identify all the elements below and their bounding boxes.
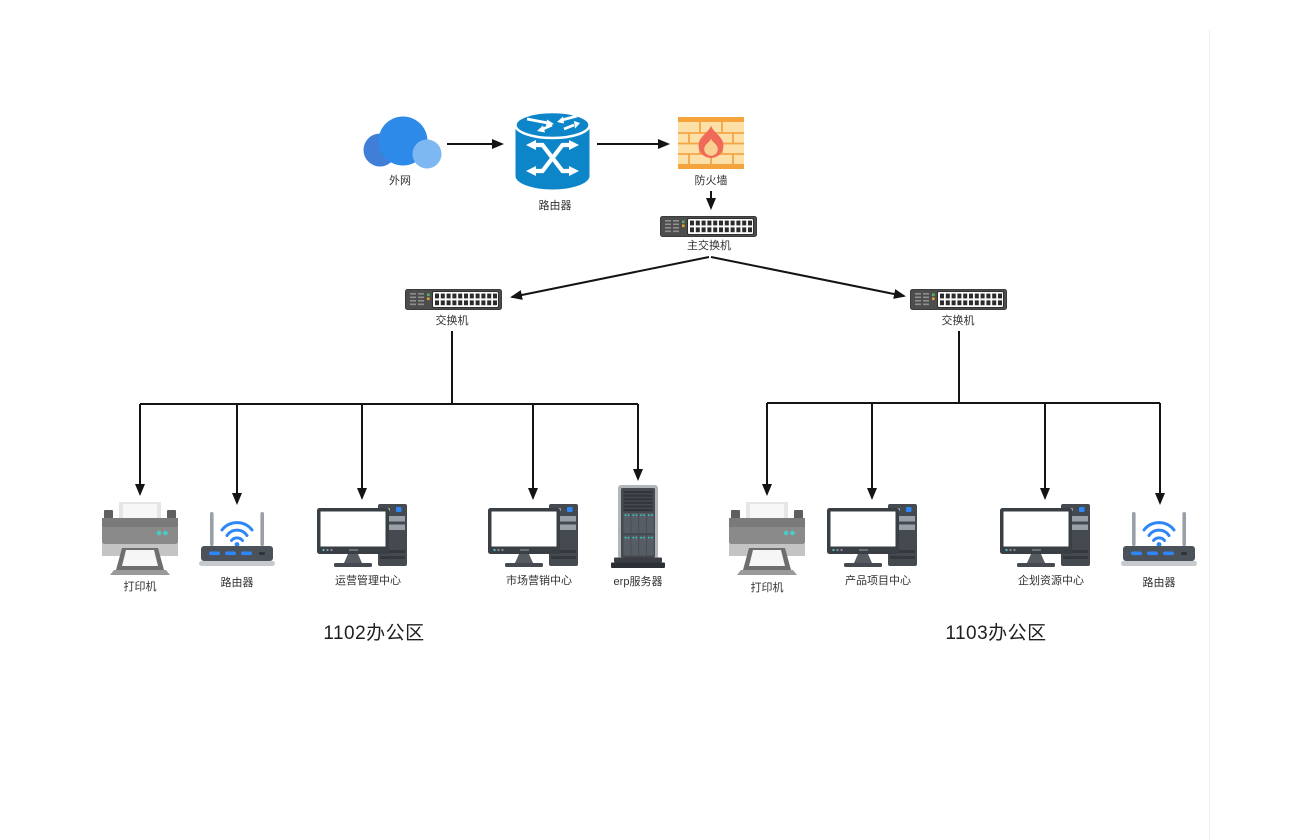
printer-icon [102, 502, 178, 576]
device-label: 打印机 [750, 582, 784, 594]
printer-icon [729, 502, 805, 576]
desktop-icon [488, 504, 580, 570]
desktop-icon [1000, 504, 1092, 570]
server-icon [610, 485, 666, 571]
main-switch-label: 主交换机 [687, 240, 731, 252]
core-router-label: 路由器 [538, 200, 572, 212]
firewall-label: 防火墙 [694, 175, 728, 187]
device-label: erp服务器 [613, 576, 663, 588]
page-boundary-line [1209, 30, 1210, 840]
zone-label-1103: 1103办公区 [945, 623, 1047, 644]
wifi-router-icon [1121, 510, 1197, 567]
device-label: 企划资源中心 [1018, 575, 1084, 587]
device-label: 路由器 [220, 577, 254, 589]
desktop-icon [317, 504, 409, 570]
device-label: 打印机 [123, 581, 157, 593]
zone-label-1102: 1102办公区 [323, 623, 425, 644]
device-label: 产品项目中心 [845, 575, 911, 587]
core-router-icon [512, 110, 593, 192]
device-label: 运营管理中心 [335, 575, 401, 587]
right-switch-label: 交换机 [941, 315, 975, 327]
desktop-icon [827, 504, 919, 570]
device-label: 路由器 [1142, 577, 1176, 589]
cloud-icon [363, 114, 445, 169]
device-label: 市场营销中心 [506, 575, 572, 587]
right-switch-icon [910, 289, 1007, 310]
left-switch-label: 交换机 [435, 315, 469, 327]
cloud-label: 外网 [389, 175, 411, 187]
firewall-icon [678, 117, 744, 169]
wifi-router-icon [199, 510, 275, 567]
left-switch-icon [405, 289, 502, 310]
main-switch-icon [660, 216, 757, 237]
